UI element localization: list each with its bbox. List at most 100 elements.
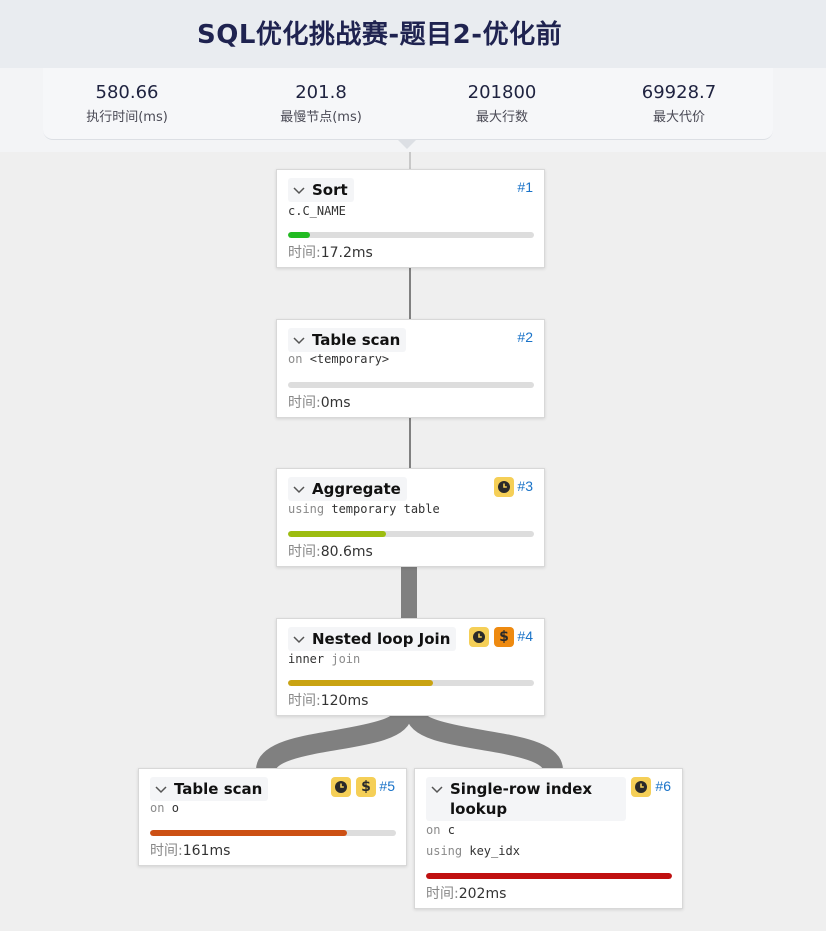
node-badges: $ bbox=[331, 777, 376, 797]
time-value: 80.6ms bbox=[320, 544, 373, 560]
node-title: Single-row index lookup bbox=[450, 780, 593, 818]
chevron-down-icon[interactable] bbox=[430, 783, 444, 797]
node-id-link[interactable]: #4 bbox=[517, 628, 533, 644]
stat-label: 最慢节点(ms) bbox=[280, 110, 362, 125]
node-time: 时间:80.6ms bbox=[288, 541, 373, 561]
node-time: 时间:17.2ms bbox=[288, 242, 373, 262]
node-header[interactable]: Single-row index lookup bbox=[426, 777, 626, 821]
node-time: 时间:202ms bbox=[426, 883, 506, 903]
node-detail: on <temporary> bbox=[288, 352, 389, 366]
page-title: SQL优化挑战赛-题目2-优化前 bbox=[197, 20, 563, 50]
stats-panel: 580.66 执行时间(ms) 201.8 最慢节点(ms) 201800 最大… bbox=[43, 68, 773, 140]
node-title: Table scan bbox=[174, 780, 263, 798]
time-label: 时间: bbox=[288, 245, 321, 261]
node-header[interactable]: Sort bbox=[288, 178, 354, 202]
node-title: Nested loop Join bbox=[312, 630, 451, 648]
time-label: 时间: bbox=[426, 886, 459, 902]
clock-icon[interactable] bbox=[331, 777, 351, 797]
stat-max-rows: 201800 最大行数 bbox=[422, 82, 582, 125]
connector-4-6 bbox=[406, 710, 563, 773]
chevron-down-icon[interactable] bbox=[292, 184, 306, 198]
detail-value: o bbox=[171, 801, 179, 815]
chevron-down-icon[interactable] bbox=[292, 334, 306, 348]
time-label: 时间: bbox=[150, 843, 183, 859]
time-progress-bar bbox=[288, 382, 534, 388]
node-title: Sort bbox=[312, 181, 348, 199]
node-header[interactable]: Aggregate bbox=[288, 477, 407, 501]
node-detail: on o bbox=[150, 801, 179, 815]
clock-icon[interactable] bbox=[494, 477, 514, 497]
time-value: 120ms bbox=[320, 693, 369, 709]
time-label: 时间: bbox=[288, 544, 321, 560]
time-progress-bar bbox=[150, 830, 396, 836]
node-id-link[interactable]: #1 bbox=[517, 179, 533, 195]
plan-node-single-row-index-lookup[interactable]: Single-row index lookup #6 on c using ke… bbox=[414, 768, 683, 909]
chevron-down-icon[interactable] bbox=[292, 633, 306, 647]
stat-execution-time: 580.66 执行时间(ms) bbox=[47, 82, 207, 125]
detail-keyword: on bbox=[426, 823, 441, 837]
time-value: 202ms bbox=[458, 886, 507, 902]
detail-value: temporary table bbox=[331, 502, 440, 516]
detail-value: c bbox=[447, 823, 455, 837]
node-detail: inner join bbox=[288, 652, 360, 666]
plan-node-table-scan-o[interactable]: Table scan $ #5 on o 时间:161ms bbox=[138, 768, 407, 866]
plan-node-table-scan-temporary[interactable]: Table scan #2 on <temporary> 时间:0ms bbox=[276, 319, 545, 418]
time-value: 161ms bbox=[182, 843, 231, 859]
clock-icon[interactable] bbox=[469, 627, 489, 647]
detail-keyword: join bbox=[331, 652, 361, 666]
node-time: 时间:120ms bbox=[288, 690, 368, 710]
node-id-link[interactable]: #5 bbox=[379, 778, 395, 794]
stat-value: 69928.7 bbox=[641, 82, 717, 103]
stat-label: 执行时间(ms) bbox=[86, 110, 168, 125]
chevron-down-icon[interactable] bbox=[154, 783, 168, 797]
node-detail: c.C_NAME bbox=[288, 204, 346, 218]
progress-fill bbox=[150, 830, 347, 836]
node-id-link[interactable]: #2 bbox=[517, 329, 533, 345]
plan-node-sort[interactable]: Sort #1 c.C_NAME 时间:17.2ms bbox=[276, 169, 545, 268]
node-header[interactable]: Table scan bbox=[288, 328, 407, 352]
detail-keyword: on bbox=[288, 352, 303, 366]
header-bar: SQL优化挑战赛-题目2-优化前 bbox=[0, 0, 826, 68]
node-header[interactable]: Nested loop Join bbox=[288, 627, 457, 651]
chevron-down-icon[interactable] bbox=[292, 483, 306, 497]
node-detail: on c bbox=[426, 823, 455, 837]
node-id-link[interactable]: #6 bbox=[655, 778, 671, 794]
node-badges bbox=[631, 777, 651, 797]
detail-keyword: using bbox=[426, 844, 463, 858]
progress-fill bbox=[288, 531, 387, 537]
time-progress-bar bbox=[426, 873, 672, 879]
progress-fill bbox=[288, 680, 434, 686]
detail-keyword: using bbox=[288, 502, 325, 516]
node-title: Table scan bbox=[312, 331, 401, 349]
time-label: 时间: bbox=[288, 395, 321, 411]
node-time: 时间:0ms bbox=[288, 392, 351, 412]
detail-value: key_idx bbox=[469, 844, 520, 858]
detail-value: c.C_NAME bbox=[288, 204, 346, 218]
plan-node-nested-loop-join[interactable]: Nested loop Join $ #4 inner join 时间:120m… bbox=[276, 618, 545, 716]
progress-fill bbox=[288, 232, 311, 238]
stat-value: 580.66 bbox=[95, 82, 159, 103]
plan-node-aggregate[interactable]: Aggregate #3 using temporary table 时间:80… bbox=[276, 468, 545, 567]
node-detail-2: using key_idx bbox=[426, 844, 520, 858]
cost-icon[interactable]: $ bbox=[356, 777, 376, 797]
detail-value: inner bbox=[288, 652, 325, 666]
stat-slowest-node: 201.8 最慢节点(ms) bbox=[241, 82, 401, 125]
progress-fill bbox=[426, 873, 672, 879]
time-progress-bar bbox=[288, 531, 534, 537]
connector-4-5 bbox=[256, 710, 412, 773]
time-label: 时间: bbox=[288, 693, 321, 709]
time-value: 17.2ms bbox=[320, 245, 373, 261]
node-title: Aggregate bbox=[312, 480, 401, 498]
node-id-link[interactable]: #3 bbox=[517, 478, 533, 494]
detail-keyword: on bbox=[150, 801, 165, 815]
time-progress-bar bbox=[288, 680, 534, 686]
node-badges bbox=[494, 477, 514, 497]
time-value: 0ms bbox=[320, 395, 351, 411]
clock-icon[interactable] bbox=[631, 777, 651, 797]
time-progress-bar bbox=[288, 232, 534, 238]
stat-value: 201800 bbox=[467, 82, 537, 103]
cost-icon[interactable]: $ bbox=[494, 627, 514, 647]
node-header[interactable]: Table scan bbox=[150, 777, 269, 801]
node-time: 时间:161ms bbox=[150, 840, 230, 860]
